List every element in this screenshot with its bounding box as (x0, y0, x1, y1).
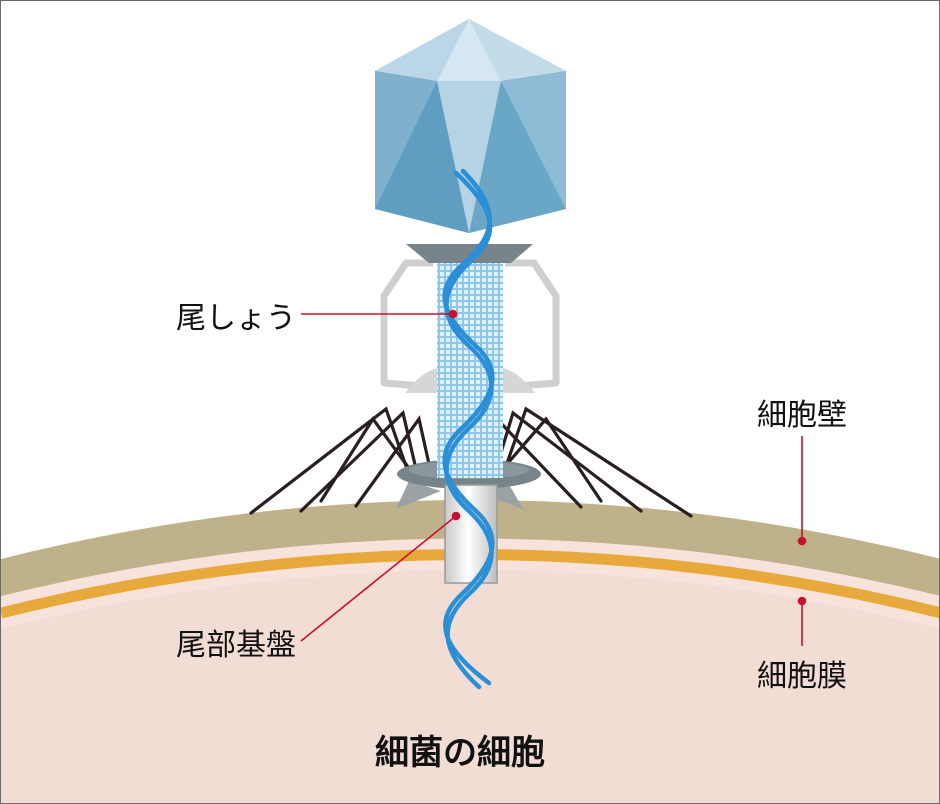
capsid-facet (501, 71, 566, 209)
cytoplasm-shape (1, 570, 939, 803)
tail-fiber (249, 406, 408, 515)
bacterial-cell-label: 細菌の細胞 (375, 733, 545, 773)
dna-strand-b (442, 168, 495, 686)
capsid-facet (375, 71, 437, 209)
tail-sheath-leader-dot (448, 309, 458, 319)
baseplate-label: 尾部基盤 (176, 628, 296, 663)
cell-wall-label: 細胞壁 (757, 398, 847, 433)
whisker-outline-right (502, 259, 560, 390)
capsid-facet (375, 81, 469, 233)
tail-fiber (499, 416, 603, 503)
collar (406, 244, 533, 263)
capsid-facet (375, 19, 469, 81)
capsid-facet (437, 19, 501, 81)
cell-wall-leader-dot (797, 536, 807, 546)
baseplate-spike-left (396, 481, 441, 509)
baseplate-leader-dot (451, 511, 461, 521)
baseplate-leader (300, 515, 457, 642)
dna-strand-a (444, 170, 494, 690)
tail-fiber (504, 406, 693, 518)
tail-fiber (354, 415, 433, 508)
capsid-head (375, 19, 566, 233)
tail-sheath-label: 尾しょう (176, 301, 296, 336)
capsid-facet (469, 19, 566, 81)
dna-strand (442, 168, 495, 690)
capsid-facet (469, 81, 566, 233)
bacterial-cell (1, 500, 939, 803)
whisker-outline-left (380, 259, 436, 390)
cell-membrane-leader-dot (797, 596, 807, 606)
leader-lines (300, 309, 807, 646)
capsid-facet (437, 81, 501, 233)
cell-membrane-label: 細胞膜 (757, 659, 847, 694)
tail-fiber (319, 416, 413, 503)
